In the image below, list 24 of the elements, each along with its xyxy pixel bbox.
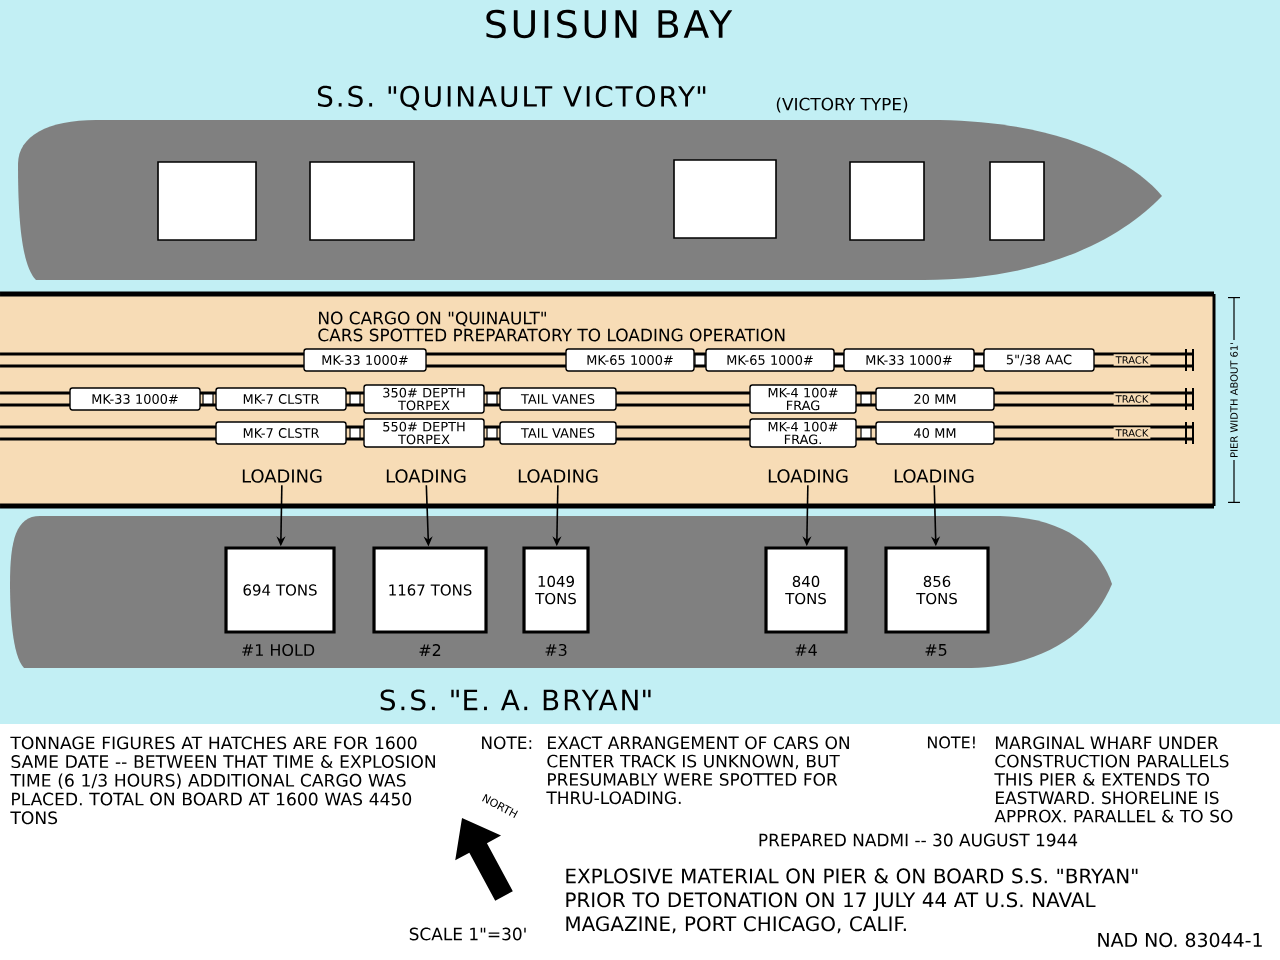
- note-text: MARGINAL WHARF UNDER CONSTRUCTION PARALLELS THIS PIER & EXTENDS TO EASTWARD. SHORELINE IS APPROX. PARALLEL & TO SO: [994, 736, 1233, 823]
- pier-note: NO CARGO ON "QUINAULT": [319, 311, 546, 327]
- scale-note: SCALE 1"=30': [409, 927, 526, 941]
- hatch: [989, 161, 1045, 241]
- caption: EXPLOSIVE MATERIAL ON PIER & ON BOARD S.S. "BRYAN" PRIOR TO DETONATION ON 17 JULY 44 AT U.S. NAVAL MAGAZINE, PORT CHICAGO, CALIF.: [566, 868, 1138, 934]
- ship-type-note: (VICTORY TYPE): [776, 97, 908, 113]
- preparer-note: PREPARED NADMI -- 30 AUGUST 1944: [759, 833, 1078, 847]
- note-text: TONNAGE FIGURES AT HATCHES ARE FOR 1600 SAME DATE -- BETWEEN THAT TIME & EXPLOSION TIME (6 1/3 HOURS) ADDITIONAL CARGO WAS PLACED. TOTAL ON BOARD AT 1600 WAS 4450 TONS: [10, 736, 435, 825]
- note-heading: NOTE:: [482, 736, 532, 750]
- hatch: [157, 161, 257, 241]
- note-text: EXACT ARRANGEMENT OF CARS ON CENTER TRACK IS UNKNOWN, BUT PRESUMABLY WERE SPOTTED FOR THRU-LOADING.: [546, 736, 849, 805]
- hatch: [849, 161, 925, 241]
- loading-label: LOADING: [242, 469, 322, 483]
- place-name: SUISUN BAY: [486, 9, 733, 39]
- ship-name: S.S. "QUINAULT VICTORY": [317, 85, 706, 111]
- loading-label: LOADING: [518, 469, 598, 483]
- loading-label: LOADING: [768, 469, 848, 483]
- pier-note: CARS SPOTTED PREPARATORY TO LOADING OPERATION: [318, 328, 785, 342]
- ship-name: S.S. "E. A. BRYAN": [380, 689, 651, 711]
- drawing-number: NAD NO. 83044-1: [1098, 932, 1262, 948]
- hatch: [673, 159, 777, 239]
- loading-label: LOADING: [386, 469, 466, 483]
- hatch: [309, 161, 415, 241]
- loading-label: LOADING: [894, 469, 974, 483]
